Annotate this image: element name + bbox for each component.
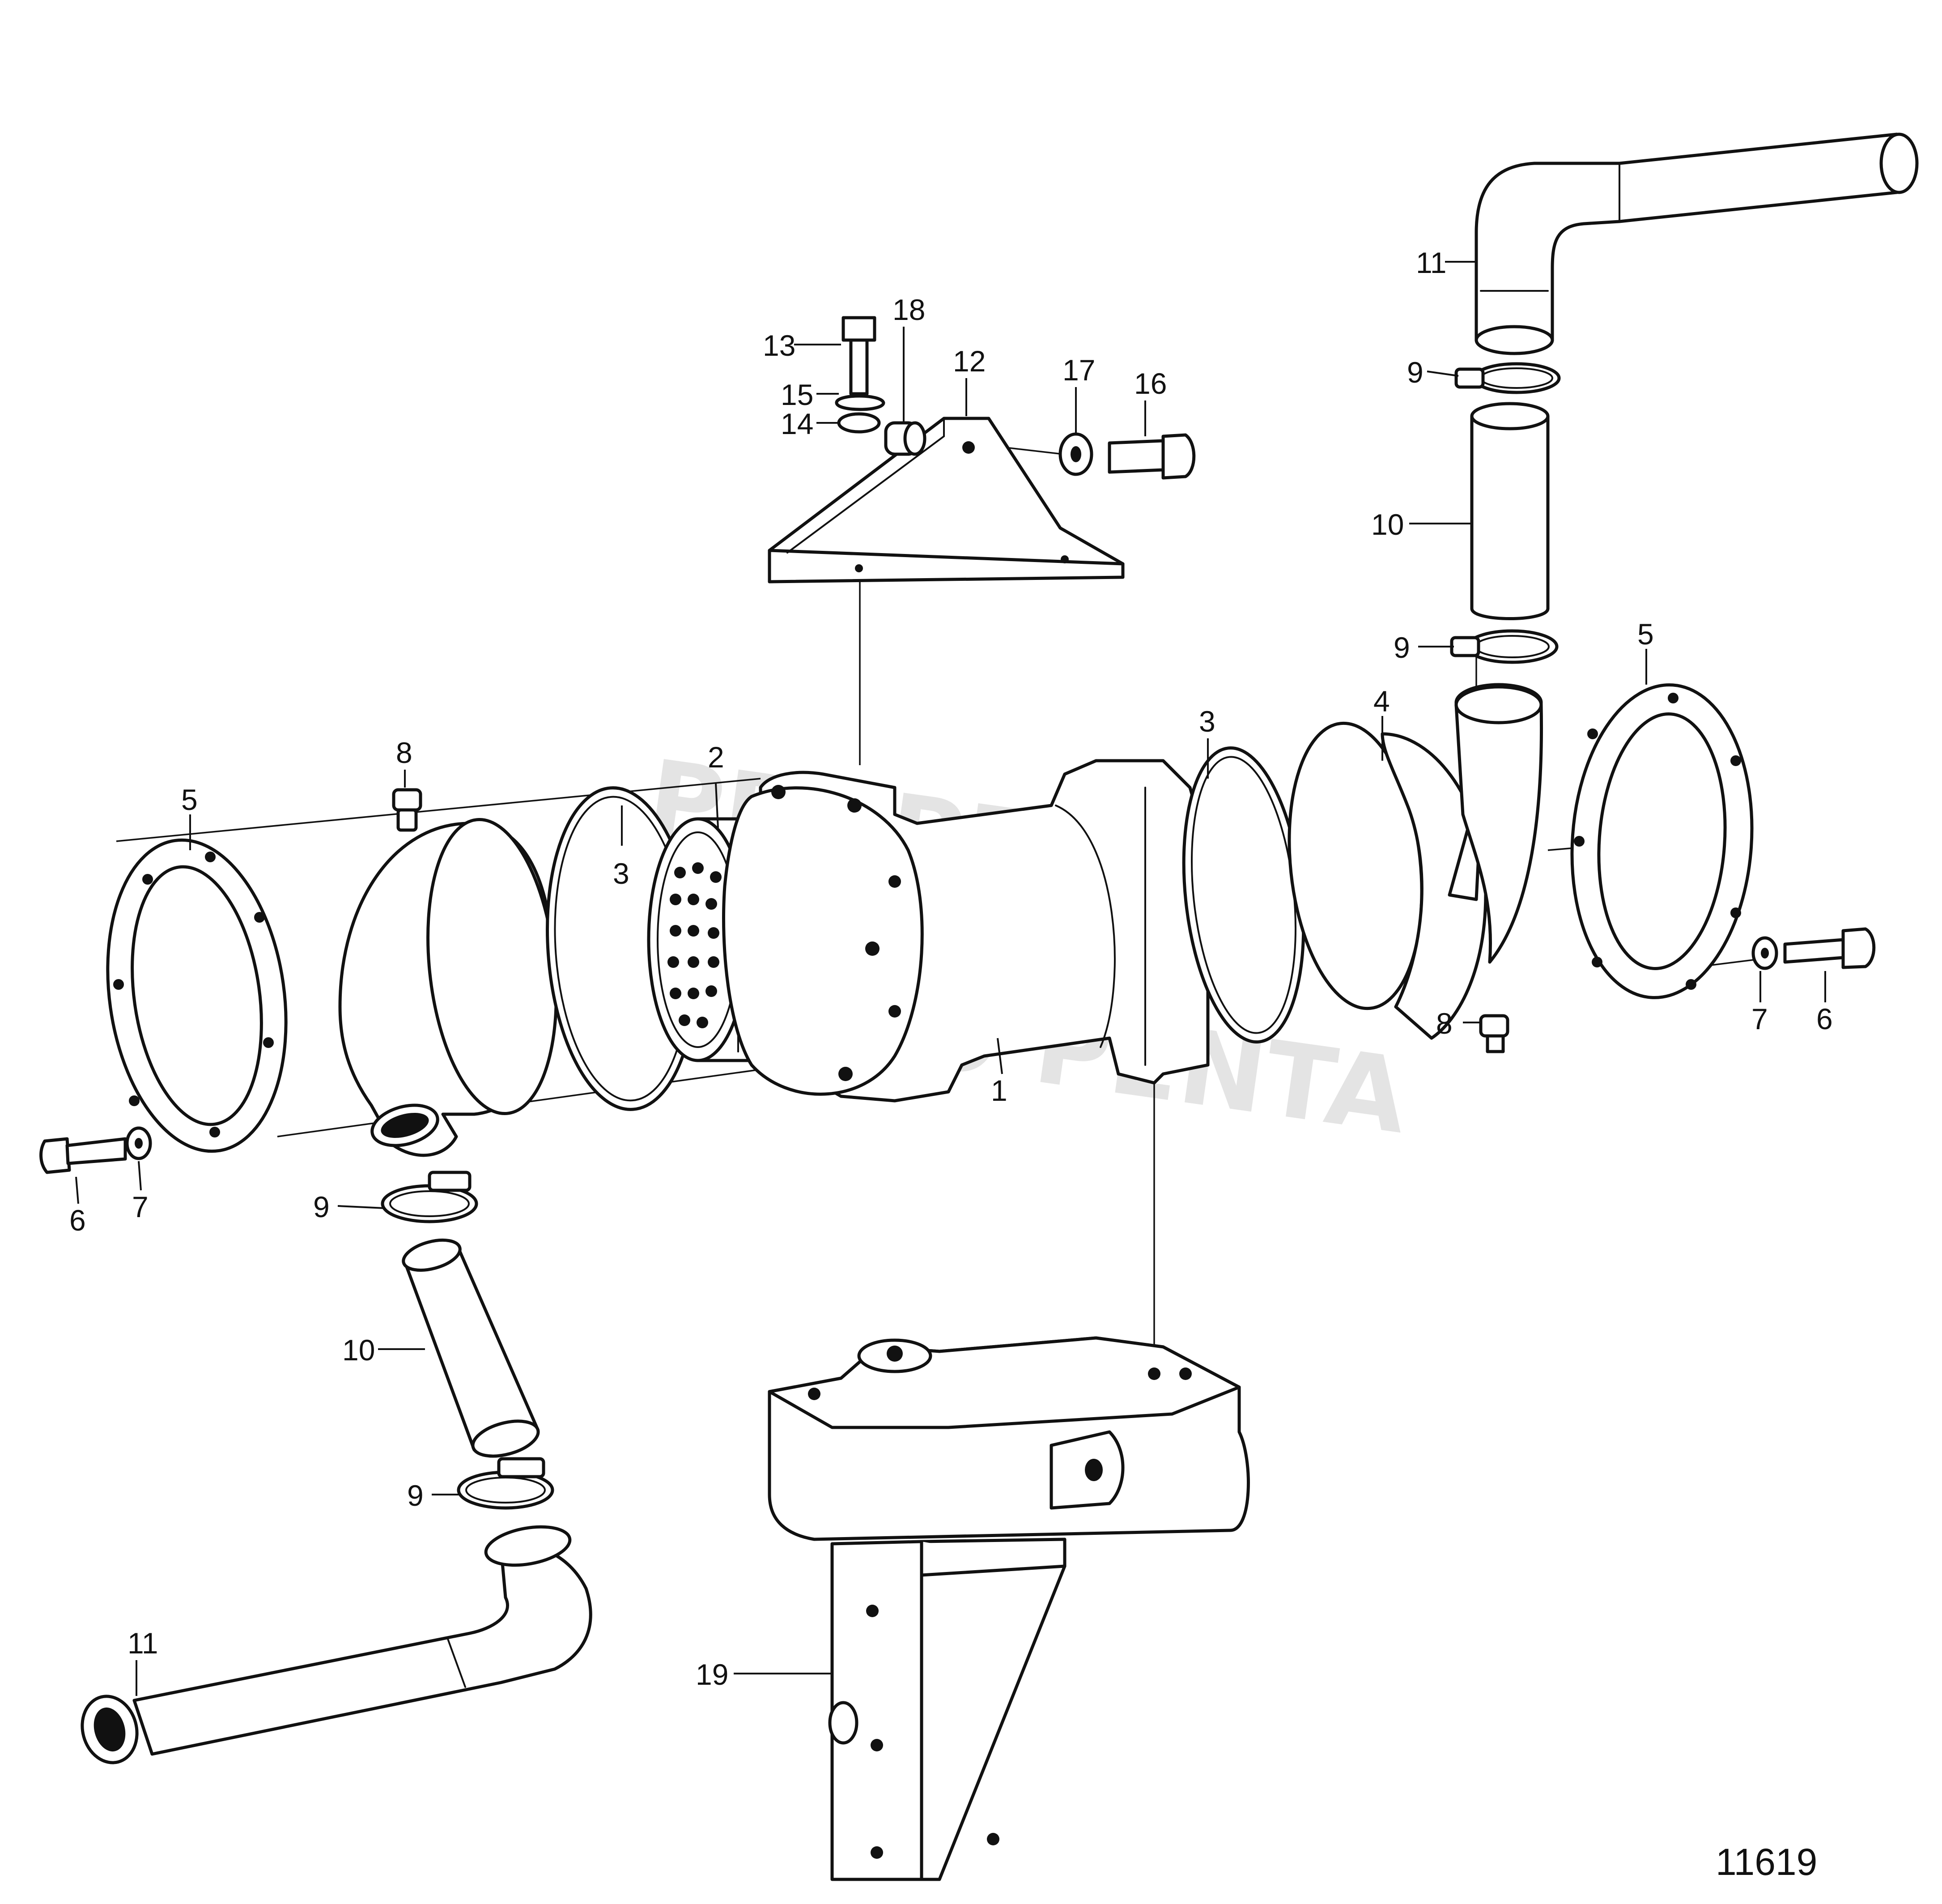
callout-10-right: 10 [1371,508,1404,541]
part-callouts: 1 2 3 3 4 5 5 6 6 7 7 8 8 9 9 9 9 10 10 … [69,246,1833,1691]
leader-9c [337,1205,385,1209]
leader-lines [75,261,1826,1696]
hose-clamp-left-upper [381,1171,478,1223]
spacer-sleeve [884,421,926,456]
callout-9-right-upper: 9 [1407,356,1424,389]
callout-6-left: 6 [69,1204,86,1237]
flange-right [1570,683,1754,999]
hose-left [402,1238,540,1458]
flange-left [106,838,288,1153]
bolt-top [841,316,876,396]
leader-9a [1427,371,1459,377]
washer-bracket [1058,432,1093,476]
leader-2 [715,783,719,828]
callout-3-left: 3 [613,857,629,890]
callout-2: 2 [708,741,724,774]
callout-7-left: 7 [132,1190,149,1223]
callout-15: 15 [781,378,813,411]
callout-9-left-upper: 9 [313,1190,330,1223]
callout-11-left: 11 [127,1627,158,1660]
mounting-bracket [768,417,1125,584]
callout-14: 14 [781,407,813,440]
callout-19: 19 [696,1658,728,1691]
figure-number: 11619 [1716,1841,1817,1883]
callout-9-right-lower: 9 [1394,631,1410,664]
end-cover-left [338,818,558,1157]
callout-11-right: 11 [1416,246,1447,279]
heat-exchanger-housing [722,759,1211,1103]
pipe-elbow-left [81,1525,592,1764]
callout-4: 4 [1373,685,1390,718]
callout-18: 18 [892,293,925,326]
callout-10-left: 10 [342,1333,375,1367]
callout-6-right: 6 [1816,1002,1833,1035]
hose-clamp-left-lower [457,1457,554,1510]
callout-13: 13 [763,329,795,362]
washer-right [1751,936,1778,970]
callout-7-right: 7 [1751,1002,1768,1035]
callout-3-right: 3 [1199,705,1215,738]
callout-16: 16 [1134,367,1167,400]
bolt-left [39,1137,127,1174]
bolt-right [1783,927,1876,969]
pipe-elbow-right [1475,132,1919,355]
hose-right [1470,402,1550,620]
callout-8-right: 8 [1436,1007,1453,1040]
callout-8-left: 8 [396,736,412,769]
leader-6a [75,1176,79,1204]
leader-7a [138,1161,142,1191]
leader-1 [997,1038,1003,1074]
drain-plug-left [392,788,422,832]
washer-left [125,1126,152,1160]
callout-5-right: 5 [1637,618,1654,651]
mounting-base [768,1336,1250,1881]
callout-1: 1 [991,1074,1007,1107]
hose-clamp-right-upper [1454,362,1561,394]
axis-line-upper-left [116,778,761,842]
callout-12: 12 [953,345,986,378]
end-cover-right [1288,683,1543,1040]
drain-plug-right [1479,1014,1509,1053]
bolt-bracket [1108,433,1196,480]
spring-washer [835,394,885,411]
flat-washer-top [837,412,881,434]
callout-17: 17 [1062,354,1095,387]
hose-clamp-right-lower [1450,629,1559,664]
callout-9-left-lower: 9 [407,1479,424,1512]
callout-5-left: 5 [181,783,198,816]
